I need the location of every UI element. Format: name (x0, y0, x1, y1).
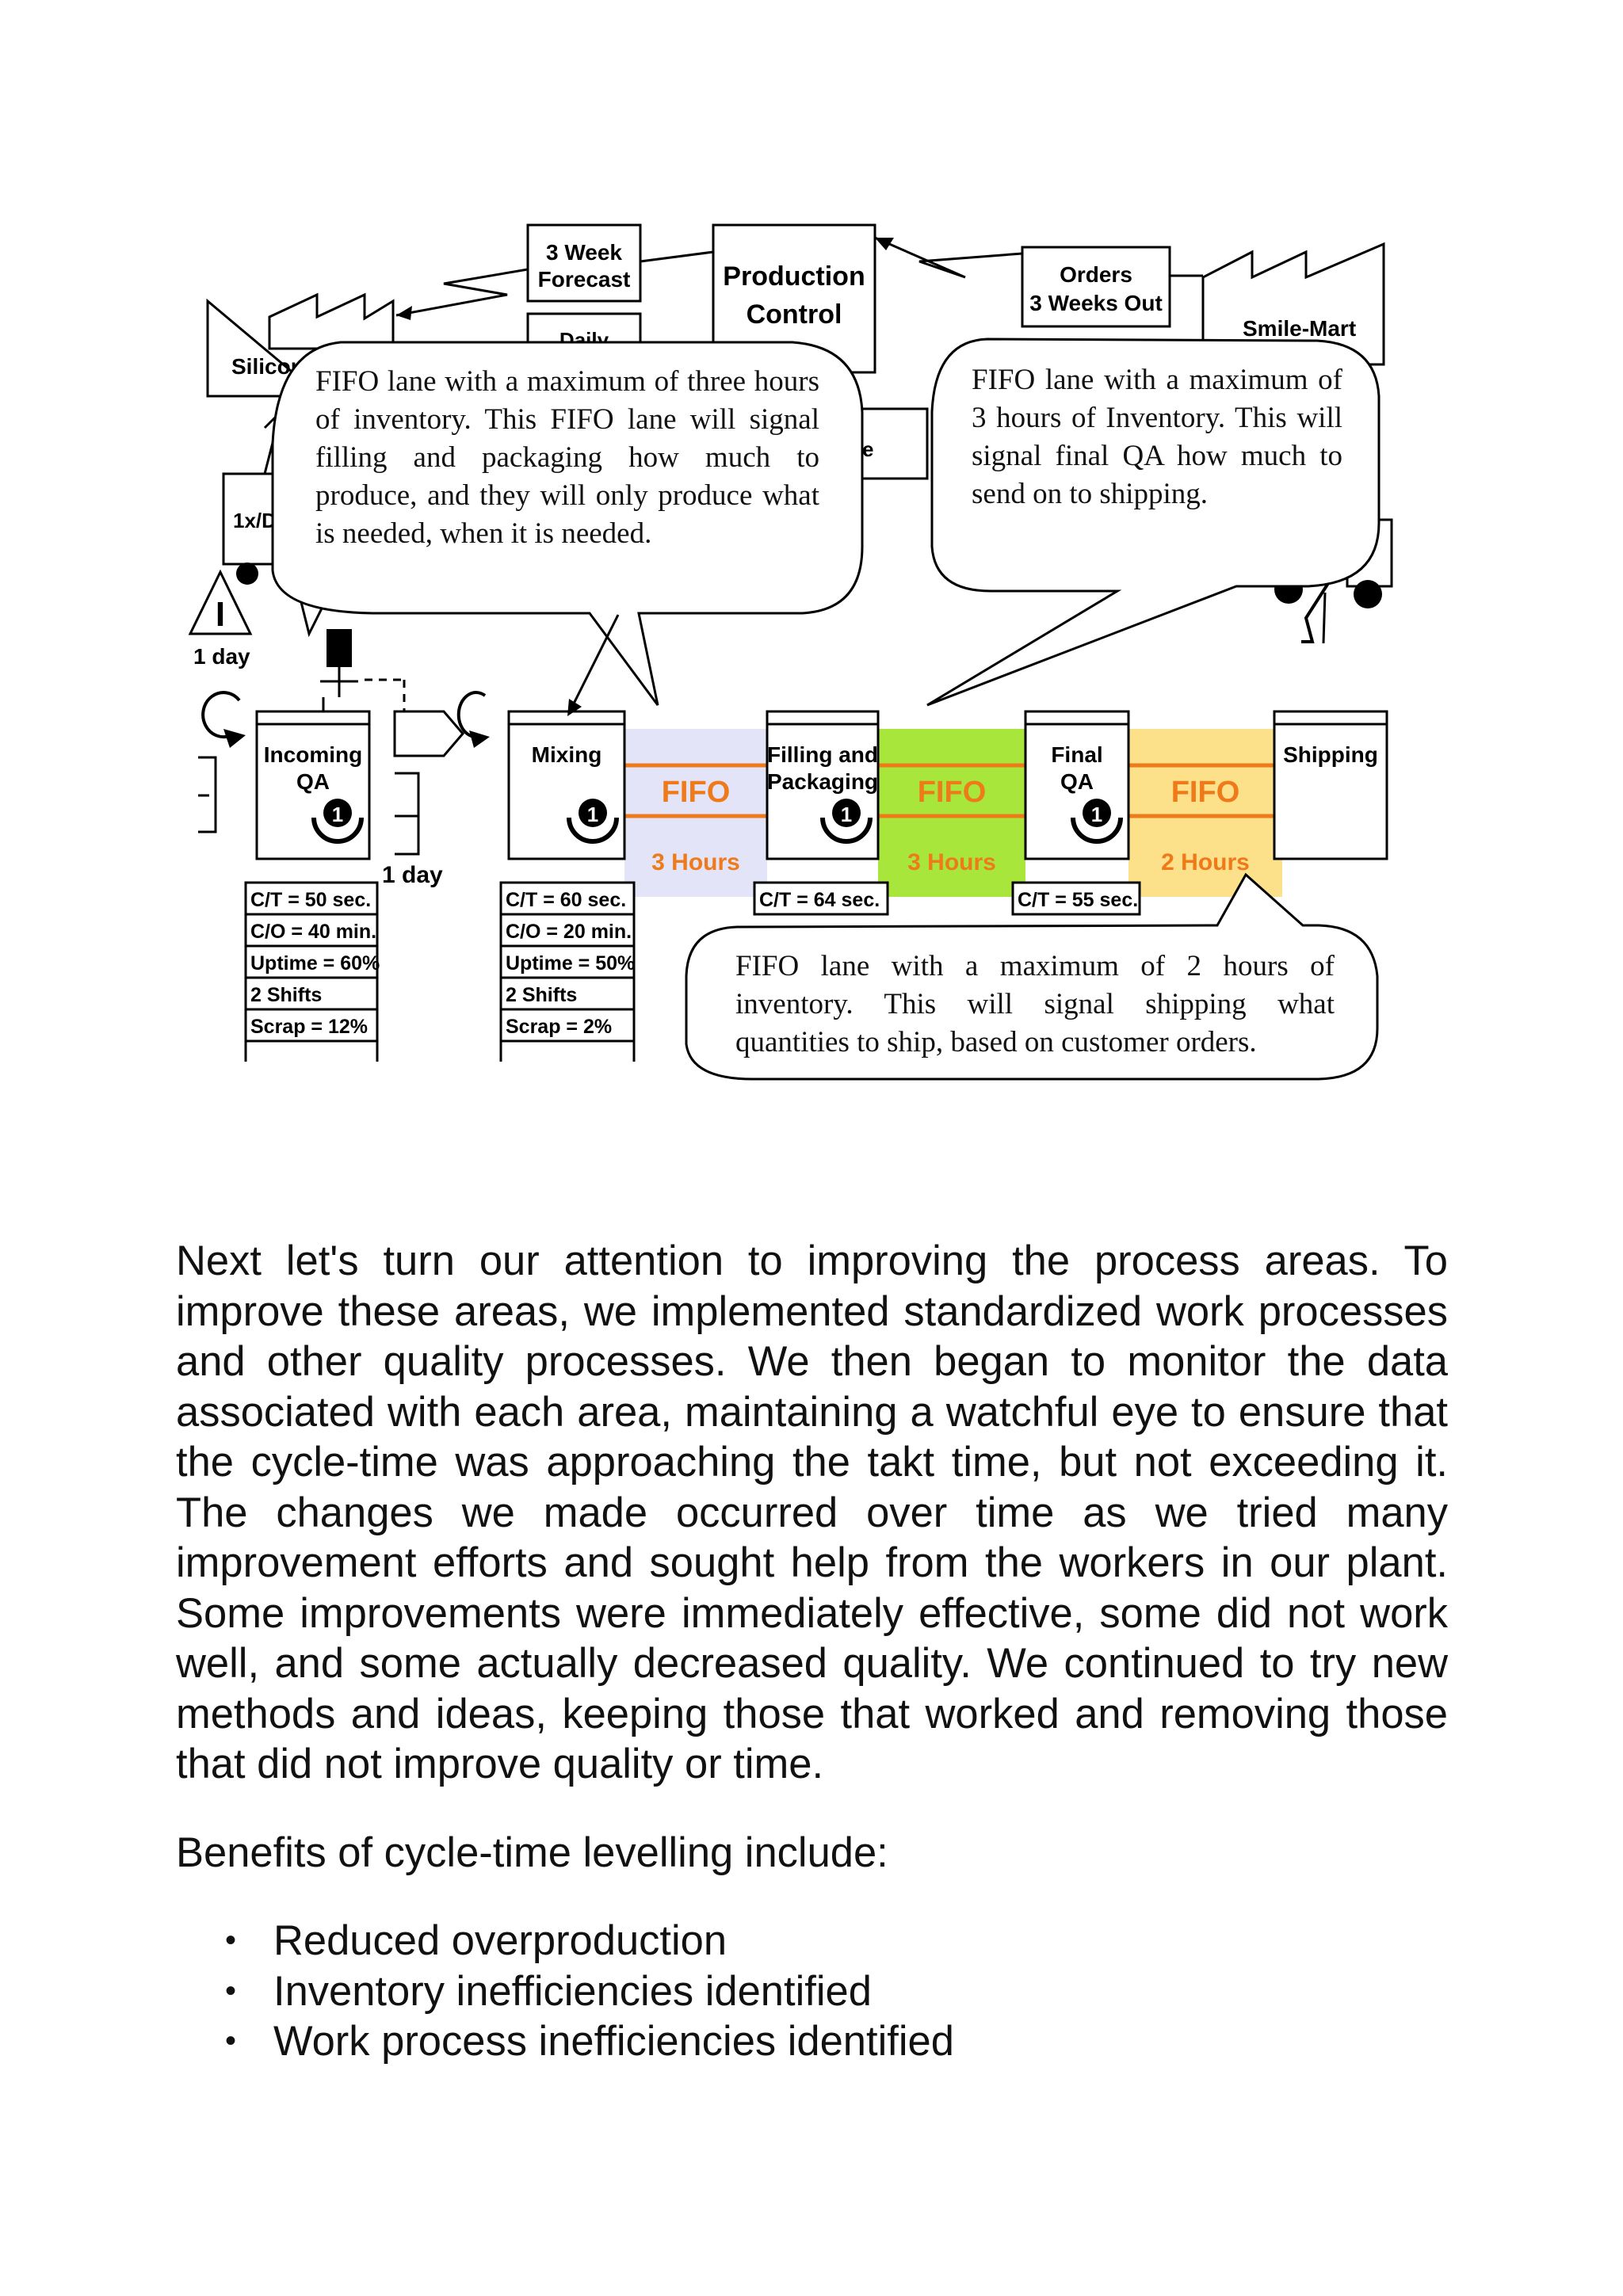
benefit-text: Inventory inefficiencies identified (273, 1967, 872, 2015)
bullet-icon: • (225, 1923, 237, 1958)
fifo-time: 2 Hours (1161, 849, 1250, 875)
process-name-line1: Incoming (264, 742, 362, 767)
callout-text-right: FIFO lane with a maximum of 3 hours of I… (972, 364, 1342, 510)
orders-box: Orders 3 Weeks Out (1021, 246, 1171, 328)
data-box-row: C/T = 64 sec. (759, 889, 880, 911)
callout-text-bottom: FIFO lane with a maximum of 2 hours of i… (735, 950, 1335, 1058)
customer-right-label: Smile-Mart (1243, 316, 1356, 341)
callout-bubble-right (926, 338, 1381, 707)
orders-label-line1: Orders (1060, 262, 1132, 287)
benefit-text: Work process inefficiencies identified (273, 2018, 954, 2065)
forecast-label-line2: Forecast (538, 267, 631, 292)
orders-label-line2: 3 Weeks Out (1029, 291, 1163, 315)
info-flow-arrow-orders (874, 236, 1023, 279)
callout-text-left: FIFO lane with a maximum of three hours … (315, 365, 819, 550)
supermarket-symbol: 1 day (382, 710, 464, 888)
inventory-days-mid: 1 day (382, 862, 443, 888)
forecast-label-line1: 3 Week (546, 240, 622, 265)
benefit-item: • Inventory inefficiencies identified (176, 1966, 954, 2017)
process-name-line1: Final (1051, 742, 1102, 767)
fifo-lane: FIFO 3 Hours (624, 729, 767, 897)
process-name-line1: Mixing (532, 742, 602, 767)
pull-arrow-left (201, 691, 241, 739)
process-name-line2: QA (296, 769, 330, 794)
operator-count: 1 (332, 803, 343, 826)
data-box-row: 2 Shifts (250, 984, 322, 1006)
process-name-line1: Filling and (767, 742, 878, 767)
process-box: Shipping (1273, 710, 1388, 860)
fifo-label: FIFO (662, 776, 731, 809)
operator-icon: 1 (820, 799, 873, 844)
bullet-icon: • (225, 1973, 237, 2008)
data-box-row: Uptime = 50% (506, 952, 635, 974)
operator-icon: 1 (311, 799, 364, 844)
process-name-line2: QA (1060, 769, 1094, 794)
truck-left-label: 1x/D (233, 509, 277, 532)
paragraph-benefits-intro: Benefits of cycle-time levelling include… (176, 1829, 888, 1876)
process-name-line1: Shipping (1283, 742, 1378, 767)
data-box-row: C/O = 40 min. (250, 921, 376, 943)
kanban-signal (320, 629, 406, 711)
fifo-time: 3 Hours (651, 849, 740, 875)
data-box-row: C/T = 60 sec. (506, 889, 626, 911)
benefit-item: • Reduced overproduction (176, 1916, 954, 1966)
inventory-days-left: 1 day (193, 644, 250, 669)
operator-count: 1 (841, 803, 852, 826)
data-box-incoming-qa: C/T = 50 sec. C/O = 40 min. Uptime = 60% 2 … (244, 881, 380, 1062)
fifo-lane: FIFO 3 Hours (878, 729, 1025, 897)
operator-icon: 1 (1071, 799, 1123, 844)
callout-bubble-bottom (685, 872, 1379, 1081)
inventory-triangle: I 1 day (188, 569, 253, 669)
info-flow-arrow-supplier (395, 268, 529, 317)
production-control-line2: Control (747, 299, 842, 330)
operator-count: 1 (1091, 803, 1102, 826)
operator-icon: 1 (567, 799, 619, 844)
truck-left: 1x/D (222, 472, 282, 585)
process-name-line2: Packaging (767, 769, 878, 794)
data-box-row: C/T = 55 sec. (1018, 889, 1138, 911)
pull-arrow-mid (456, 691, 487, 739)
customer-factory-right: Smile-Mart (1201, 242, 1385, 366)
bullet-icon: • (225, 2023, 237, 2058)
data-box-final-qa: C/T = 55 sec. (1011, 881, 1141, 916)
production-control-line1: Production (723, 261, 865, 292)
schedule-fragment: e (862, 437, 873, 461)
benefit-text: Reduced overproduction (273, 1917, 727, 1964)
inventory-symbol: I (216, 595, 225, 634)
fifo-label: FIFO (1171, 776, 1240, 809)
data-box-filling: C/T = 64 sec. (753, 881, 889, 916)
data-box-mixing: C/T = 60 sec. C/O = 20 min. Uptime = 50% 2 … (499, 881, 636, 1062)
fifo-time: 3 Hours (907, 849, 996, 875)
process-box: Mixing 1 (507, 710, 626, 860)
benefits-list: • Reduced overproduction • Inventory ineff… (176, 1916, 954, 2067)
fifo-label: FIFO (918, 776, 987, 809)
data-box-row: 2 Shifts (506, 984, 577, 1006)
operator-count: 1 (587, 803, 598, 826)
data-box-row: Uptime = 60% (250, 952, 380, 974)
value-stream-map: Silicon 3 Week Forecast Daily Production… (188, 223, 1393, 1081)
data-box-row: C/T = 50 sec. (250, 889, 371, 911)
data-box-row: Scrap = 2% (506, 1016, 612, 1038)
callout-bubble-left (271, 341, 864, 716)
paragraph-process-improvement: Next let's turn our attention to improvi… (176, 1238, 1448, 1787)
forecast-box: 3 Week Forecast (526, 223, 642, 303)
benefit-item: • Work process inefficiencies identified (176, 2016, 954, 2067)
data-box-row: C/O = 20 min. (506, 921, 632, 943)
data-box-row: Scrap = 12% (250, 1016, 368, 1038)
fifo-lane: FIFO 2 Hours (1128, 729, 1282, 897)
